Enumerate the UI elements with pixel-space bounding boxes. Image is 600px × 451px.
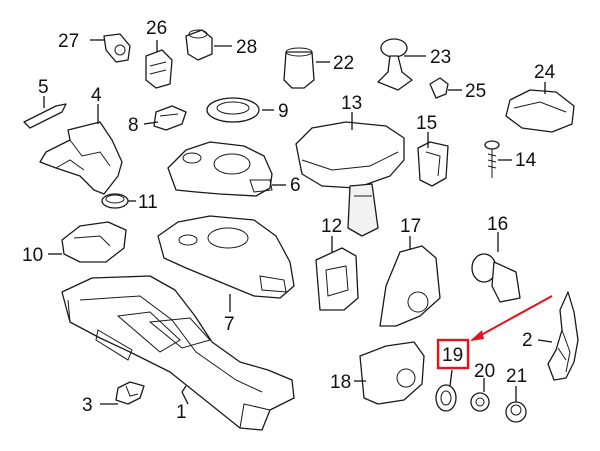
- callout-6: 6: [290, 175, 301, 196]
- highlight-callout-19: [436, 295, 553, 370]
- callout-14: 14: [515, 150, 537, 171]
- part-27-connector: [103, 33, 131, 63]
- part-7-lower-console: [157, 215, 295, 299]
- part-17-rear-cover: [379, 245, 441, 327]
- highlight-arrow: [471, 295, 553, 341]
- leader-1: [181, 391, 189, 405]
- part-2-side-trim: [547, 291, 579, 381]
- part-15-bracket-clip: [417, 141, 449, 187]
- callout-labels: 1 2 3 4 5 6 7 8 9 10 11 12 13 14 15 16 1…: [22, 18, 556, 423]
- callout-17: 17: [400, 216, 421, 237]
- leader-lines: [43, 39, 553, 405]
- callout-3: 3: [82, 395, 93, 416]
- callout-1: 1: [176, 402, 187, 423]
- callout-13: 13: [341, 93, 362, 114]
- part-12-mechanism: [315, 247, 359, 311]
- part-14-screw: [484, 140, 500, 178]
- callout-18: 18: [330, 372, 351, 393]
- callout-8: 8: [128, 115, 139, 136]
- callout-19: 19: [442, 345, 463, 366]
- part-18-lower-cover: [359, 341, 425, 405]
- part-11-button: [101, 193, 129, 209]
- callout-12: 12: [321, 216, 342, 237]
- part-10-holder: [61, 221, 127, 263]
- part-22-cup-insert: [283, 47, 315, 89]
- callout-16: 16: [487, 214, 508, 235]
- callout-22: 22: [333, 53, 354, 74]
- part-1-console-base: [61, 275, 295, 431]
- callout-10: 10: [22, 245, 43, 266]
- callout-27: 27: [58, 31, 79, 52]
- callout-5: 5: [38, 77, 49, 98]
- callout-7: 7: [224, 314, 235, 335]
- highlight-box: [436, 338, 470, 370]
- part-24-padded-cover: [505, 89, 575, 133]
- callout-11: 11: [138, 192, 158, 213]
- callout-28: 28: [236, 37, 257, 58]
- part-26-socket: [145, 49, 173, 89]
- part-13-armrest: [295, 121, 405, 237]
- callout-21: 21: [506, 366, 527, 387]
- callout-4: 4: [91, 85, 102, 106]
- callout-24: 24: [534, 62, 556, 83]
- part-19-cap: [435, 384, 457, 412]
- leader-1b: [181, 385, 187, 393]
- callout-9: 9: [278, 101, 289, 122]
- callout-20: 20: [474, 361, 495, 382]
- callout-25: 25: [465, 81, 486, 102]
- part-3-clip: [115, 381, 145, 405]
- callout-15: 15: [416, 113, 437, 134]
- callout-23: 23: [430, 47, 451, 68]
- callout-26: 26: [146, 18, 167, 39]
- part-16-hinge: [471, 253, 521, 303]
- part-20-grommet: [470, 392, 490, 412]
- part-8-bezel: [153, 105, 187, 131]
- part-21-plug: [505, 401, 527, 423]
- part-4-bracket: [39, 121, 123, 195]
- part-5-trim-strip: [23, 103, 67, 129]
- callout-2: 2: [522, 330, 533, 351]
- part-25-clip: [429, 77, 449, 99]
- part-23-shift-lever: [377, 38, 413, 91]
- part-6-upper-console: [167, 141, 273, 197]
- highlight-arrowhead: [470, 330, 484, 341]
- part-9-ring: [206, 97, 260, 123]
- part-28-lighter: [185, 29, 213, 61]
